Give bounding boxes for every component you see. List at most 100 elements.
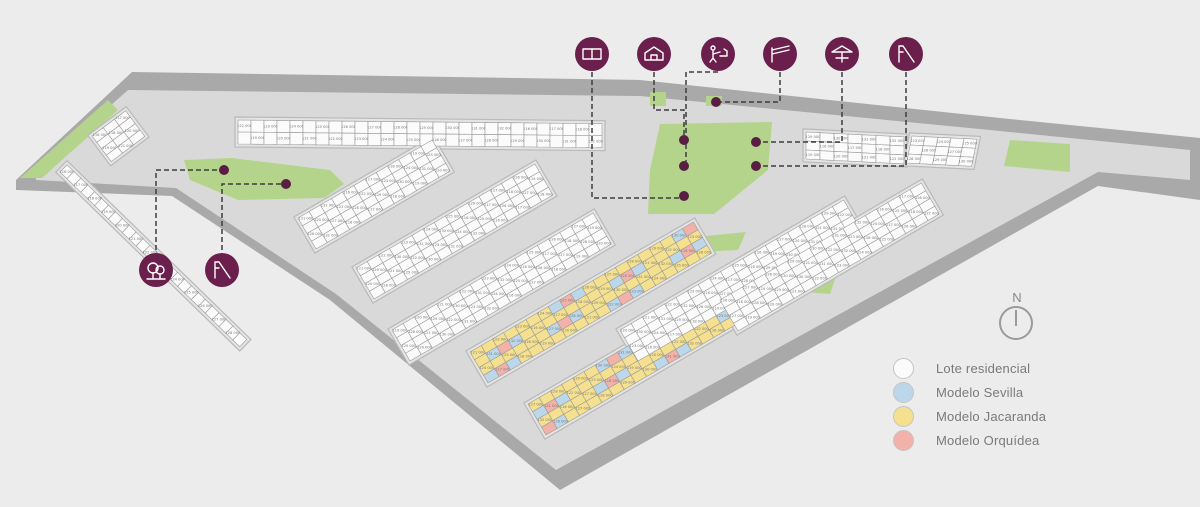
lot[interactable] [328,120,343,134]
lot-number: 128 000 [408,330,424,334]
lot-number: 123 000 [589,378,605,382]
lot[interactable] [341,132,356,146]
lot[interactable] [861,143,877,154]
lot-number: 126 000 [755,251,771,255]
lot[interactable] [833,142,849,153]
lot[interactable] [875,135,891,146]
lot[interactable] [432,121,447,135]
lot-number: 131 000 [486,352,502,356]
lot-number: 127 000 [522,191,538,195]
lot[interactable] [562,122,577,136]
lot[interactable] [445,133,460,147]
legend-label: Modelo Orquídea [936,432,1040,448]
lot-number: 124 000 [611,365,627,369]
lot[interactable] [380,121,395,134]
lot-number: 117 000 [726,278,742,282]
lot-number: 124 000 [857,250,873,254]
lot[interactable] [237,131,252,145]
lot-number: 122 000 [812,276,828,280]
lot[interactable] [232,332,248,348]
lot-number: 123 000 [468,305,484,309]
clubhouse-icon [637,37,671,71]
amenity-dot [711,97,721,107]
lot[interactable] [434,162,451,178]
lot-number: 117 000 [529,280,545,284]
lot-number: 122 000 [607,302,623,306]
lot-number: 132 000 [890,139,906,143]
lot[interactable] [549,134,564,148]
lot-number: 123 000 [910,139,926,143]
lot[interactable] [523,134,538,148]
lot[interactable] [819,132,835,143]
lot[interactable] [458,121,473,135]
legend-swatch-jacaranda [893,405,914,427]
lot-number: 126 000 [915,196,931,200]
compass-ring [999,306,1033,340]
lot-number: 117 000 [542,252,558,256]
lot[interactable] [276,120,291,133]
lot-number: 129 000 [417,345,433,349]
lot[interactable] [393,133,408,146]
lot[interactable] [819,150,835,161]
lot-number: 128 000 [352,206,368,210]
lot-number: 127 000 [367,125,383,129]
lot-number: 124 000 [710,277,726,281]
lot[interactable] [847,133,863,145]
lot[interactable] [406,121,421,135]
lot-number: 129 000 [510,139,526,143]
lot-number: 117 000 [886,223,902,227]
lot-number: 129 000 [403,270,419,274]
legend-item-orquidea: Modelo Orquídea [893,428,1046,452]
lot[interactable] [315,132,330,146]
lot-number: 127 000 [947,150,963,154]
lot-number: 130 000 [453,304,469,308]
lot-number: 120 000 [562,328,578,332]
lot-number: 116 000 [877,208,893,212]
lot[interactable] [536,186,554,202]
lot-number: 123 000 [835,263,851,267]
lot[interactable] [128,129,146,146]
lot-number: 126 000 [549,238,565,242]
lot[interactable] [367,132,382,146]
lot[interactable] [695,244,713,260]
lot-number: 128 000 [225,331,241,335]
lot[interactable] [588,123,603,136]
lot[interactable] [471,134,486,147]
lot-number: 124 000 [936,140,952,144]
lot[interactable] [289,132,304,145]
lot-number: 123 000 [629,344,645,348]
lot-number: 120 000 [781,274,797,278]
lot[interactable] [536,122,551,136]
lot[interactable] [847,151,863,163]
lot-number: 127 000 [558,253,574,257]
lot[interactable] [250,119,265,133]
lot[interactable] [889,144,905,156]
lot-number: 131 000 [462,319,478,323]
lot-number: 125 000 [560,299,576,303]
lot[interactable] [958,156,974,167]
lot-number: 123 000 [515,325,531,329]
lot[interactable] [497,134,512,148]
lot[interactable] [875,153,891,164]
lot[interactable] [575,135,590,148]
lot-number: 119 000 [806,153,822,157]
lot[interactable] [354,120,369,134]
lot-number: 132 000 [439,229,455,233]
lot[interactable] [263,131,278,145]
lot-number: 132 000 [687,341,703,345]
lot-number: 122 000 [694,327,710,331]
lot-number: 130 000 [445,126,461,130]
lot-number: 131 000 [618,351,634,355]
lot[interactable] [889,153,905,165]
lot[interactable] [302,120,317,134]
lot-number: 122 000 [328,137,344,141]
amenity-dot [751,161,761,171]
lot[interactable] [484,122,499,135]
lot-number: 132 000 [323,233,339,237]
lot-number: 128 000 [381,283,397,287]
lot[interactable] [960,147,976,158]
lot[interactable] [510,122,525,136]
lot[interactable] [923,205,940,221]
amenity-dot [281,179,291,189]
lot[interactable] [595,235,612,251]
